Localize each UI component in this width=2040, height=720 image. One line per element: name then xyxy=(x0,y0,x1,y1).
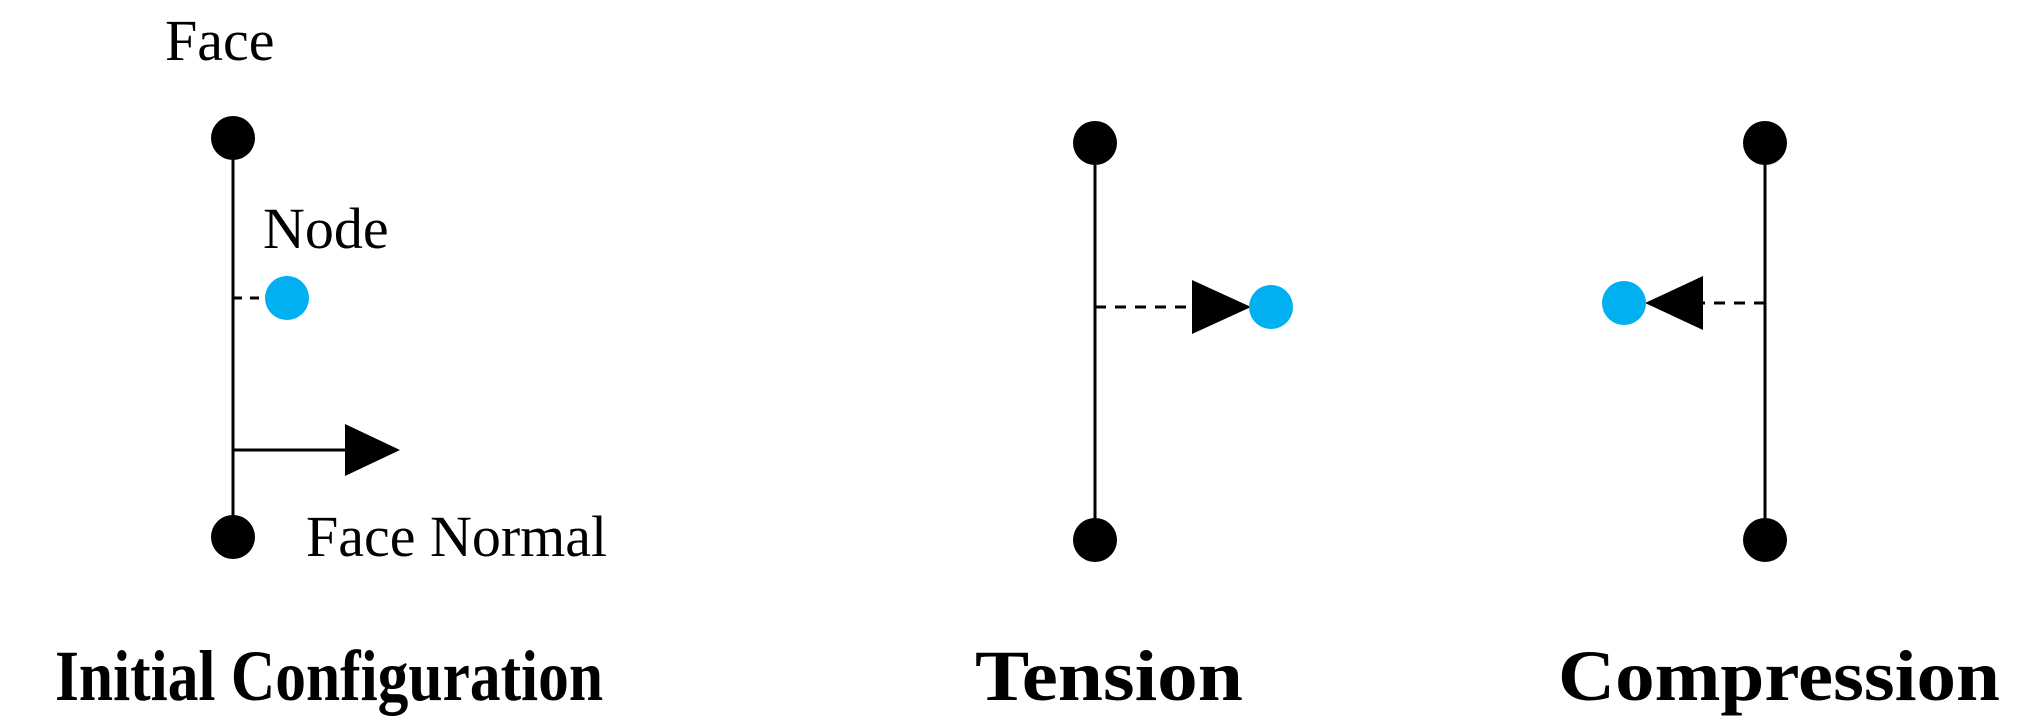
panel-compression: Compression xyxy=(1558,121,2000,716)
face-vertex-top xyxy=(1073,121,1117,165)
face-vertex-bottom xyxy=(211,515,255,559)
face-label: Face xyxy=(165,8,275,73)
compression-arrowhead xyxy=(1645,276,1703,330)
node-marker xyxy=(265,276,309,320)
panel-caption-compression: Compression xyxy=(1558,636,2000,716)
face-vertex-top xyxy=(1743,121,1787,165)
panel-tension: Tension xyxy=(975,121,1293,716)
node-marker xyxy=(1249,285,1293,329)
panel-caption-initial-configuration: Initial Configuration xyxy=(55,636,603,716)
face-vertex-bottom xyxy=(1073,518,1117,562)
face-normal-arrowhead xyxy=(345,424,400,476)
tension-arrowhead xyxy=(1192,280,1251,334)
panel-initial-configuration: Face Node Face Normal Initial Configurat… xyxy=(55,8,607,716)
node-marker xyxy=(1602,281,1646,325)
face-vertex-bottom xyxy=(1743,518,1787,562)
face-normal-label: Face Normal xyxy=(306,504,607,569)
node-label: Node xyxy=(263,196,389,261)
panel-caption-tension: Tension xyxy=(975,636,1243,716)
face-vertex-top xyxy=(211,116,255,160)
